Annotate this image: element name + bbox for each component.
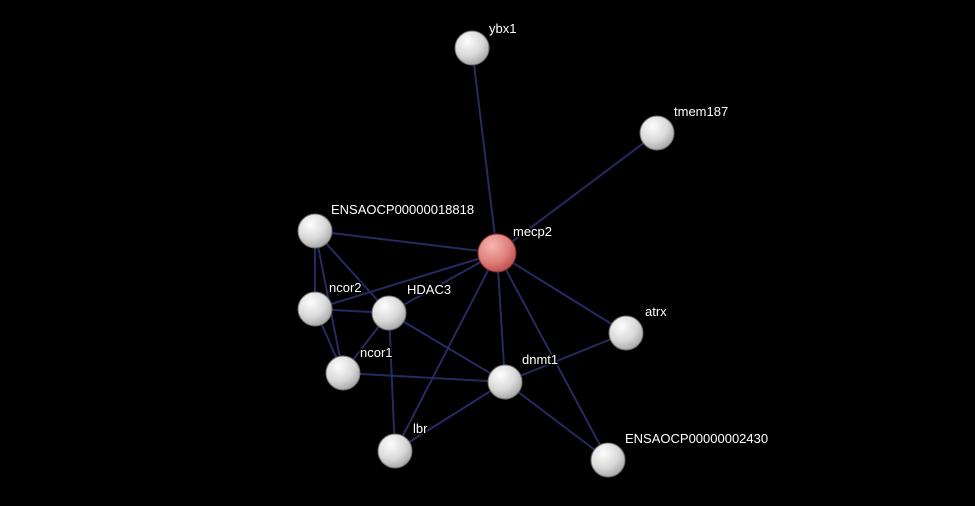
node-ncor2[interactable] <box>297 291 333 327</box>
node-HDAC3[interactable] <box>371 295 407 331</box>
node-mecp2[interactable] <box>477 233 517 273</box>
edge-HDAC3--mecp2 <box>388 252 498 314</box>
node-label-dnmt1: dnmt1 <box>522 352 558 367</box>
node-ybx1[interactable] <box>454 30 490 66</box>
node-label-ncor2: ncor2 <box>329 280 362 295</box>
node-layer <box>297 30 675 478</box>
node-ncor1[interactable] <box>325 355 361 391</box>
node-dnmt1[interactable] <box>487 364 523 400</box>
node-atrx[interactable] <box>608 315 644 351</box>
edge-ncor1--dnmt1 <box>342 372 506 383</box>
edge-atrx--dnmt1 <box>504 332 627 383</box>
node-label-HDAC3: HDAC3 <box>407 282 451 297</box>
node-label-ybx1: ybx1 <box>489 21 516 36</box>
node-label-ENSAOCP00000002430: ENSAOCP00000002430 <box>625 431 768 446</box>
node-label-mecp2: mecp2 <box>513 224 552 239</box>
node-ENSAOCP00000018818[interactable] <box>297 213 333 249</box>
node-label-ENSAOCP00000018818: ENSAOCP00000018818 <box>331 202 474 217</box>
edge-ncor2--mecp2 <box>314 252 498 310</box>
edge-mecp2--ENSAOCP00000002430 <box>496 252 609 461</box>
edge-mecp2--atrx <box>496 252 627 334</box>
node-ENSAOCP00000002430[interactable] <box>590 442 626 478</box>
node-label-atrx: atrx <box>645 304 667 319</box>
node-lbr[interactable] <box>377 433 413 469</box>
edge-ENSAOCP00000018818--mecp2 <box>314 230 498 254</box>
edge-HDAC3--lbr <box>388 312 396 452</box>
edge-dnmt1--ENSAOCP00000002430 <box>504 381 609 461</box>
edge-HDAC3--dnmt1 <box>388 312 506 383</box>
edge-ybx1--mecp2 <box>471 47 498 254</box>
node-label-ncor1: ncor1 <box>360 345 393 360</box>
node-tmem187[interactable] <box>639 115 675 151</box>
node-label-lbr: lbr <box>413 421 428 436</box>
node-label-tmem187: tmem187 <box>674 104 728 119</box>
edge-mecp2--lbr <box>394 252 498 452</box>
edge-tmem187--mecp2 <box>496 132 658 254</box>
edge-dnmt1--lbr <box>394 381 506 452</box>
edge-ENSAOCP00000018818--HDAC3 <box>314 230 390 314</box>
edge-mecp2--dnmt1 <box>496 252 506 383</box>
